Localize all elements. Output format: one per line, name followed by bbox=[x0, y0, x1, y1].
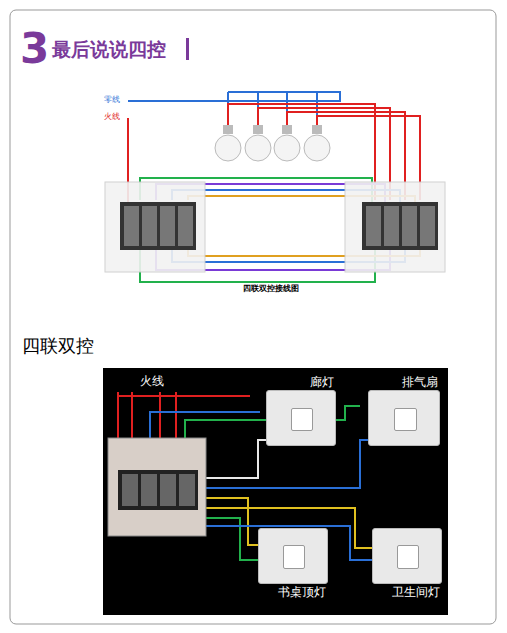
wire-label: 火线 bbox=[138, 375, 166, 388]
section-heading: 四联双控 bbox=[22, 336, 94, 356]
switch-box: 书桌顶灯 bbox=[258, 528, 328, 600]
rocker bbox=[291, 408, 313, 432]
switch-box: 排气扇 bbox=[368, 374, 440, 446]
rocker bbox=[397, 545, 419, 569]
rocker bbox=[283, 545, 305, 569]
rocker bbox=[394, 408, 417, 432]
switch-box: 廊灯 bbox=[266, 374, 336, 446]
switch-plate bbox=[368, 390, 440, 446]
device-label: 书桌顶灯 bbox=[258, 584, 328, 600]
main-four-gang-switch bbox=[108, 438, 206, 536]
switch-box: 卫生间灯 bbox=[372, 528, 442, 600]
wire-label: 火线 bbox=[104, 113, 120, 122]
photo-ground bbox=[103, 368, 448, 615]
device-label: 卫生间灯 bbox=[372, 584, 442, 600]
section-number: 3 bbox=[20, 26, 49, 72]
switch-plate bbox=[372, 528, 442, 584]
title: 最后说说四控 bbox=[52, 39, 166, 60]
four-gang-switch-plates bbox=[105, 182, 445, 272]
device-label: 排气扇 bbox=[368, 374, 440, 390]
cursor-bar bbox=[186, 38, 189, 60]
page-frame bbox=[10, 10, 496, 624]
diagram-caption: 四联双控接线图 bbox=[243, 285, 299, 294]
switch-plate bbox=[266, 390, 336, 446]
device-label: 廊灯 bbox=[266, 374, 336, 390]
light-bulbs bbox=[215, 125, 330, 161]
switch-plate bbox=[258, 528, 328, 584]
wire-label: 零线 bbox=[104, 96, 120, 105]
